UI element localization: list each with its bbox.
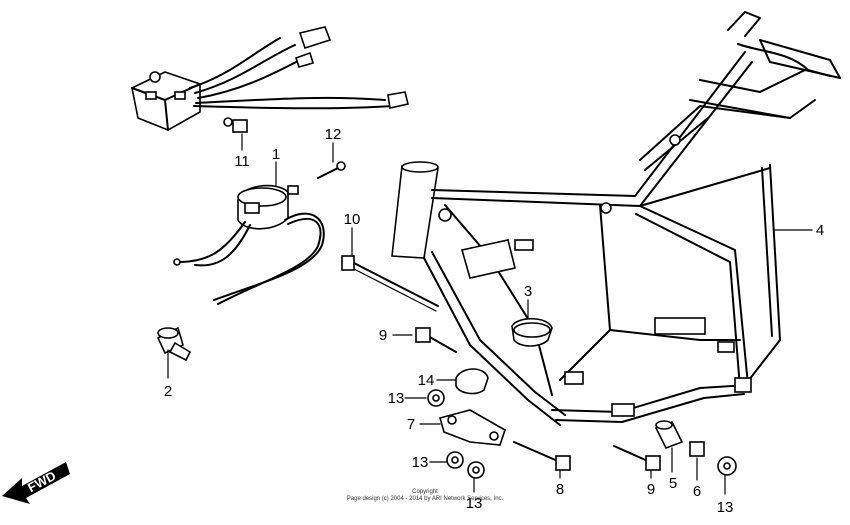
callout-12: 12 (325, 126, 342, 143)
bolt-9-upper (415, 327, 457, 353)
callout-9b: 9 (647, 481, 655, 498)
callout-8: 8 (556, 481, 564, 498)
copyright-line-1: Copyright (412, 489, 438, 495)
collar-5 (654, 420, 684, 450)
copyright-line-2: Page design (c) 2004 - 2014 by ARI Netwo… (346, 496, 504, 502)
callout-13a: 13 (388, 390, 405, 407)
callout-13c: 13 (466, 495, 483, 512)
nut-13-a (427, 389, 445, 407)
bolt-8 (513, 441, 571, 471)
nut-13-d (717, 456, 737, 476)
leader-lines (167, 133, 813, 495)
callout-14: 14 (418, 372, 435, 389)
callout-2: 2 (164, 383, 172, 400)
callout-1: 1 (272, 146, 280, 163)
nut-13-c (467, 461, 485, 479)
ignition-coil (173, 184, 325, 305)
clamp-3 (511, 317, 553, 347)
band-14 (455, 368, 489, 395)
bolt-9-lower (613, 445, 661, 471)
callout-13d: 13 (717, 499, 734, 516)
callout-9a: 9 (379, 327, 387, 344)
callout-10: 10 (344, 211, 361, 228)
nut-13-b (446, 451, 464, 469)
plug-cap (156, 326, 192, 362)
callouts: 1 2 3 4 5 6 7 8 9 9 10 11 12 13 13 13 13… (164, 126, 824, 516)
spacer-6 (689, 441, 705, 457)
screw-12 (317, 161, 346, 179)
callout-6: 6 (693, 483, 701, 500)
bolt-10 (341, 255, 439, 312)
cdi-unit (131, 71, 201, 131)
callout-3: 3 (524, 283, 532, 300)
callout-13b: 13 (412, 454, 429, 471)
callout-5: 5 (669, 475, 677, 492)
callout-7: 7 (407, 416, 415, 433)
plate-7 (439, 409, 506, 446)
callout-4: 4 (816, 222, 824, 239)
frame (391, 11, 841, 426)
bolt-11 (223, 117, 248, 133)
callout-11: 11 (234, 153, 250, 170)
wire-harness (189, 26, 409, 110)
